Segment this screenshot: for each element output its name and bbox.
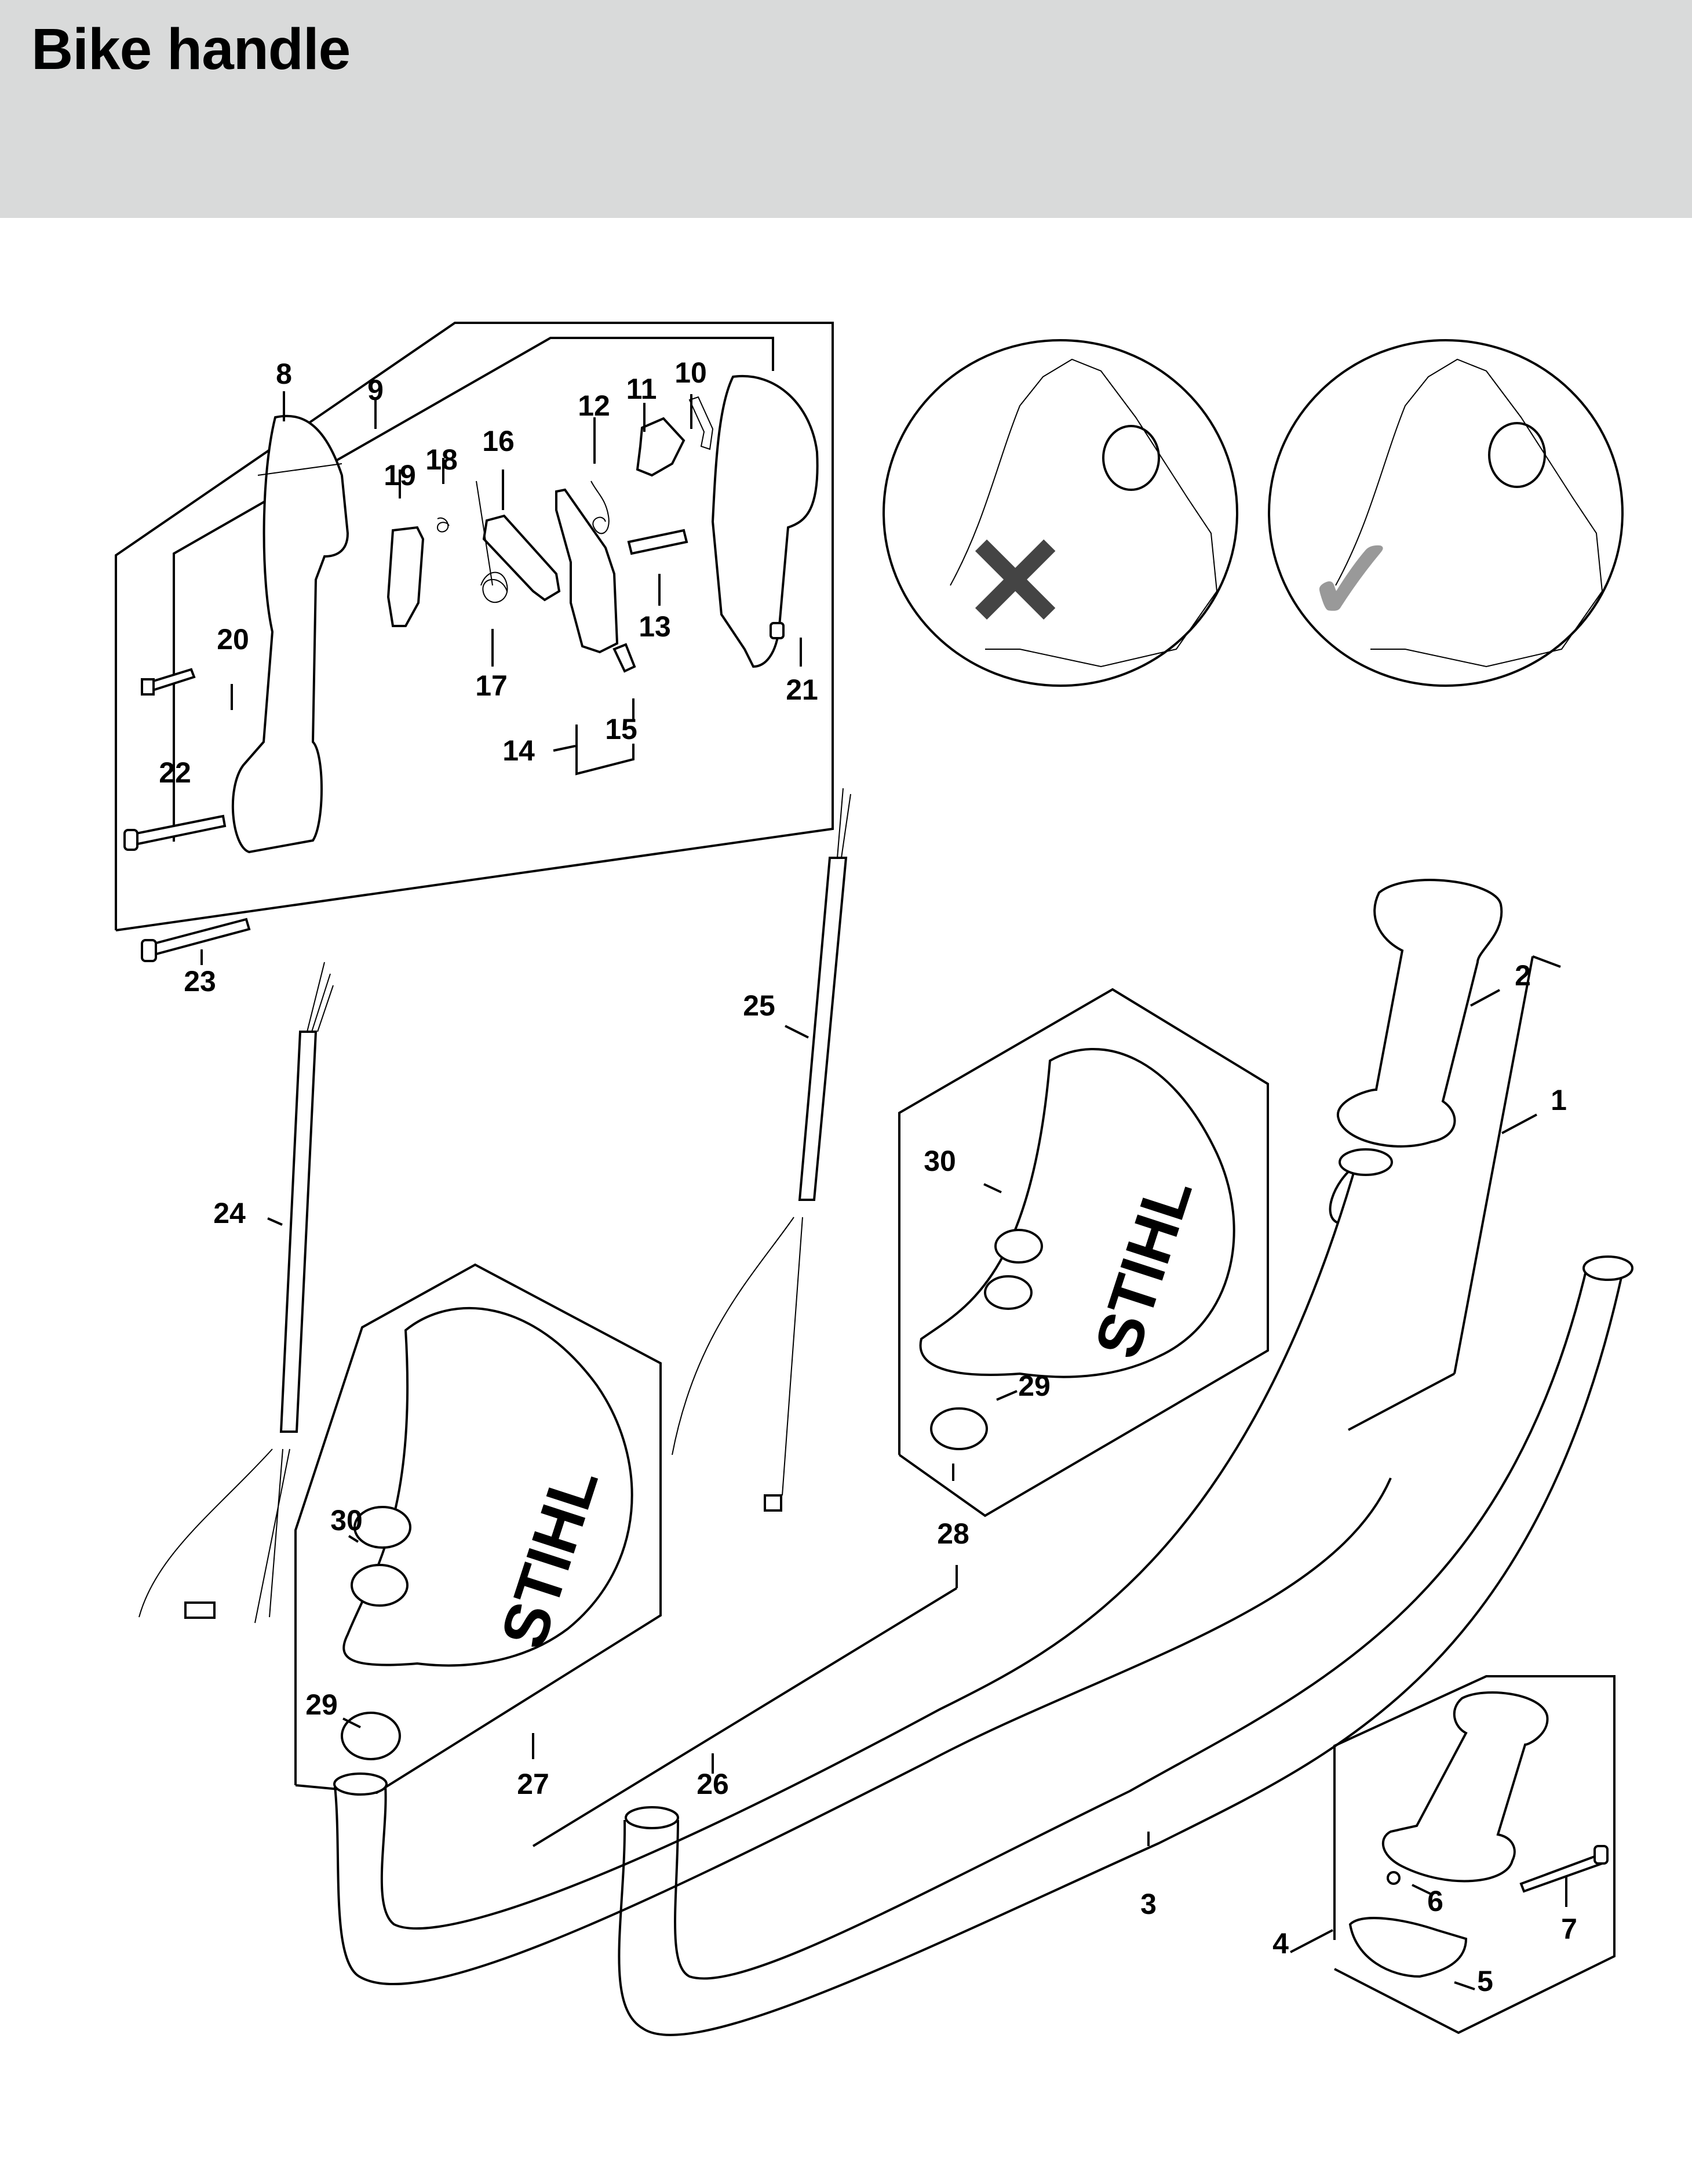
lever <box>482 514 561 602</box>
callout-20: 20 <box>217 623 249 656</box>
hose-clamp <box>930 1407 988 1450</box>
clip <box>688 396 714 450</box>
callout-24: 24 <box>213 1197 246 1229</box>
screw-7 <box>1519 1853 1604 1893</box>
interlock-lever <box>386 526 425 627</box>
clamp-5 <box>1348 1917 1468 1978</box>
callout-22: 22 <box>159 756 191 789</box>
rod <box>627 529 688 555</box>
callout-10: 10 <box>674 356 707 389</box>
callout-1: 1 <box>1551 1084 1567 1116</box>
screw-23 <box>148 918 251 957</box>
screw-head <box>1593 1845 1609 1865</box>
grip-group-4 <box>1333 1675 1616 2034</box>
bike-handle-tubes <box>333 1148 1633 2036</box>
x-mark-icon: ✕ <box>962 511 1069 653</box>
callout-6: 6 <box>1427 1885 1443 1917</box>
nut-6 <box>1387 1871 1401 1885</box>
small-spring <box>436 517 450 533</box>
callout-11: 11 <box>626 373 657 405</box>
rubber-seal <box>984 1275 1033 1310</box>
callout-labels: 1 2 3 4 5 6 7 8 9 10 11 12 13 14 15 16 1… <box>159 356 1577 1997</box>
torsion-spring <box>476 481 508 603</box>
leaf-spring <box>590 481 610 534</box>
callout-29-right: 29 <box>1018 1370 1051 1402</box>
screw-head <box>123 829 138 851</box>
screw-long <box>129 814 227 847</box>
control-handle-group <box>115 322 834 931</box>
handle-housing-right <box>711 374 819 668</box>
callout-8: 8 <box>276 358 292 390</box>
tube-right <box>618 1272 1624 2036</box>
callout-19: 19 <box>384 459 416 492</box>
callout-26: 26 <box>697 1768 729 1800</box>
callout-27: 27 <box>517 1768 549 1800</box>
rubber-seal <box>351 1564 409 1607</box>
cable-bracket <box>184 1601 216 1619</box>
callout-13: 13 <box>639 610 671 643</box>
screw-head <box>141 939 157 962</box>
callout-17: 17 <box>475 669 508 702</box>
check-mark-icon: ✓ <box>1304 516 1401 645</box>
callout-30-left: 30 <box>330 1504 363 1537</box>
tube-left <box>334 1477 1392 1986</box>
callout-15: 15 <box>605 713 637 745</box>
handle-housing-left <box>231 414 349 854</box>
callout-30-right: 30 <box>924 1145 956 1177</box>
housing-detail-line <box>257 463 342 476</box>
callout-4: 4 <box>1272 1927 1289 1960</box>
cable-end <box>764 1494 782 1512</box>
callout-23: 23 <box>184 965 216 998</box>
callout-12: 12 <box>578 390 610 422</box>
callout-28: 28 <box>937 1517 969 1550</box>
hose-clamp <box>341 1712 401 1760</box>
nut <box>770 622 785 639</box>
callout-29-left: 29 <box>305 1688 338 1721</box>
group-8-frame <box>115 322 834 931</box>
inset-correct: ✓ <box>1268 339 1624 687</box>
compression-spring <box>612 643 636 673</box>
group-14-bracket <box>575 725 634 776</box>
callout-3: 3 <box>1140 1888 1157 1920</box>
throttle-trigger <box>555 488 619 654</box>
callout-21: 21 <box>786 674 818 706</box>
callout-5: 5 <box>1477 1965 1493 1997</box>
handle-grip-with-bracket <box>1381 1691 1549 1883</box>
screw-head <box>141 678 155 696</box>
rubber-seal <box>353 1506 411 1549</box>
cover-group-27: STIHL <box>294 1263 662 1794</box>
callout-16: 16 <box>482 425 515 457</box>
leader-lines <box>200 391 1567 1990</box>
cover-group-28: STIHL <box>898 988 1269 1517</box>
inset-incorrect: ✕ <box>883 339 1238 687</box>
callout-7: 7 <box>1561 1913 1577 1945</box>
callout-25: 25 <box>743 989 775 1022</box>
page-title: Bike handle <box>31 17 351 82</box>
throttle-cable-left <box>138 962 334 1624</box>
rubber-seal <box>994 1229 1043 1264</box>
slide-control <box>636 417 685 477</box>
callout-14: 14 <box>502 734 535 767</box>
callout-2: 2 <box>1515 959 1531 992</box>
callout-18: 18 <box>425 443 458 476</box>
page-header: Bike handle <box>0 0 1692 218</box>
callout-9: 9 <box>367 374 384 406</box>
handle-grip <box>1336 879 1503 1148</box>
throttle-cable-right <box>672 788 851 1512</box>
group-9-frame <box>173 337 774 842</box>
